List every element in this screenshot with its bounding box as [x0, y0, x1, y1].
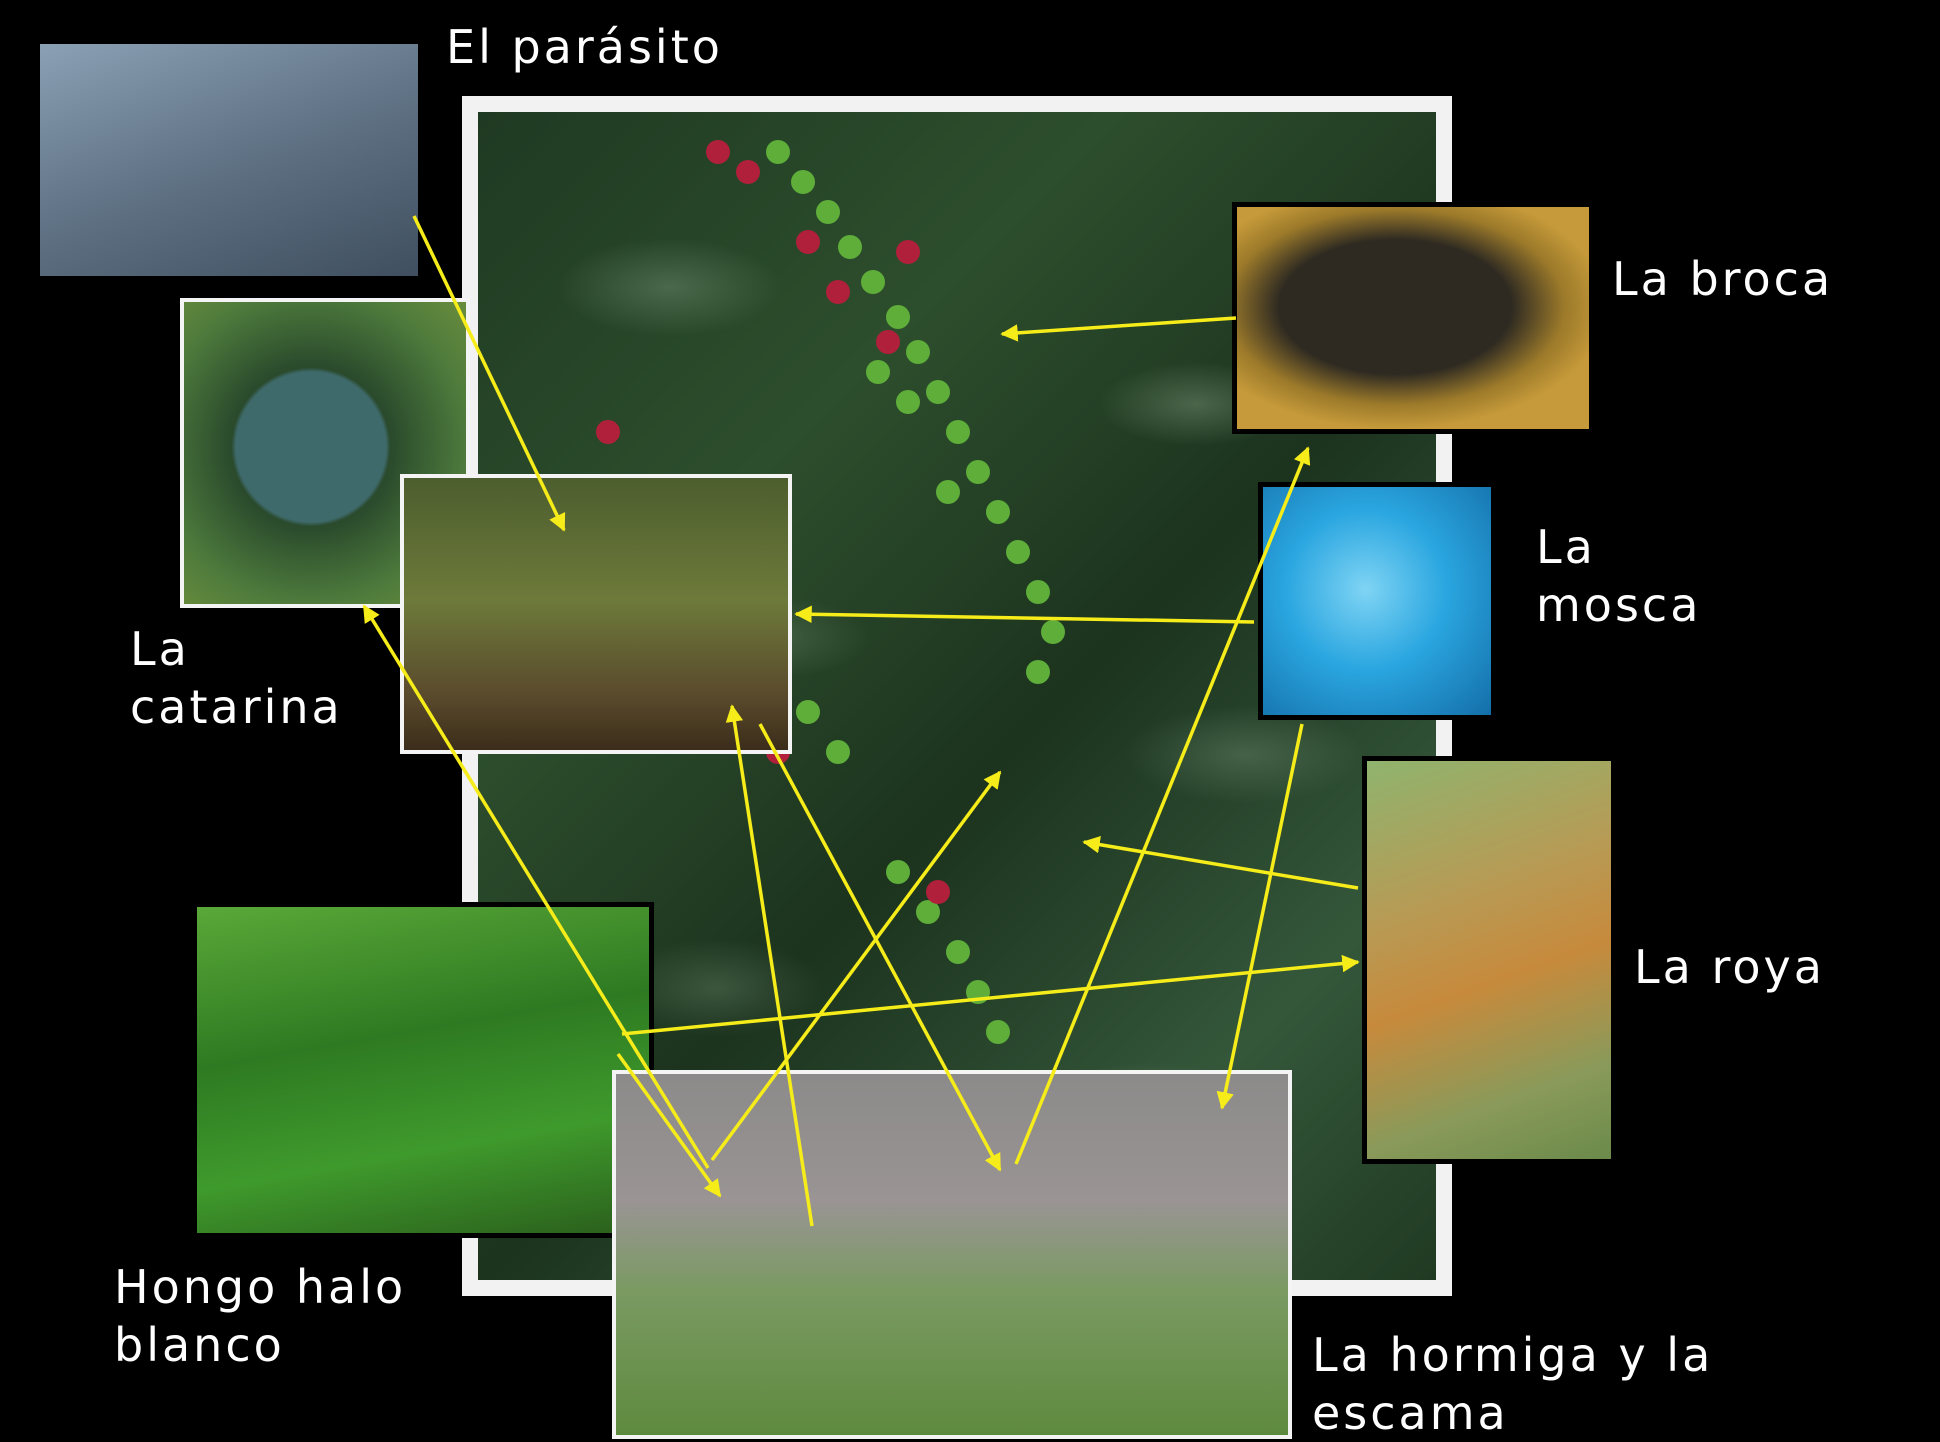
white-mealybug-photo — [400, 474, 792, 754]
label-mosca: La mosca — [1536, 518, 1701, 634]
label-catarina: La catarina — [130, 620, 343, 736]
coffee-borer-beetle-photo — [1232, 202, 1594, 434]
ants-and-scale-photo — [612, 1070, 1292, 1439]
coffee-rust-leaf-photo — [1362, 756, 1616, 1164]
label-roya: La roya — [1634, 938, 1825, 996]
label-hongo: Hongo halo blanco — [114, 1258, 406, 1374]
label-parasito: El parásito — [446, 18, 723, 76]
parasite-wasp-photo — [40, 44, 418, 276]
fly-photo — [1258, 482, 1496, 720]
label-broca: La broca — [1612, 250, 1833, 308]
white-halo-fungus-photo — [192, 902, 654, 1238]
label-hormiga: La hormiga y la escama — [1312, 1326, 1713, 1442]
